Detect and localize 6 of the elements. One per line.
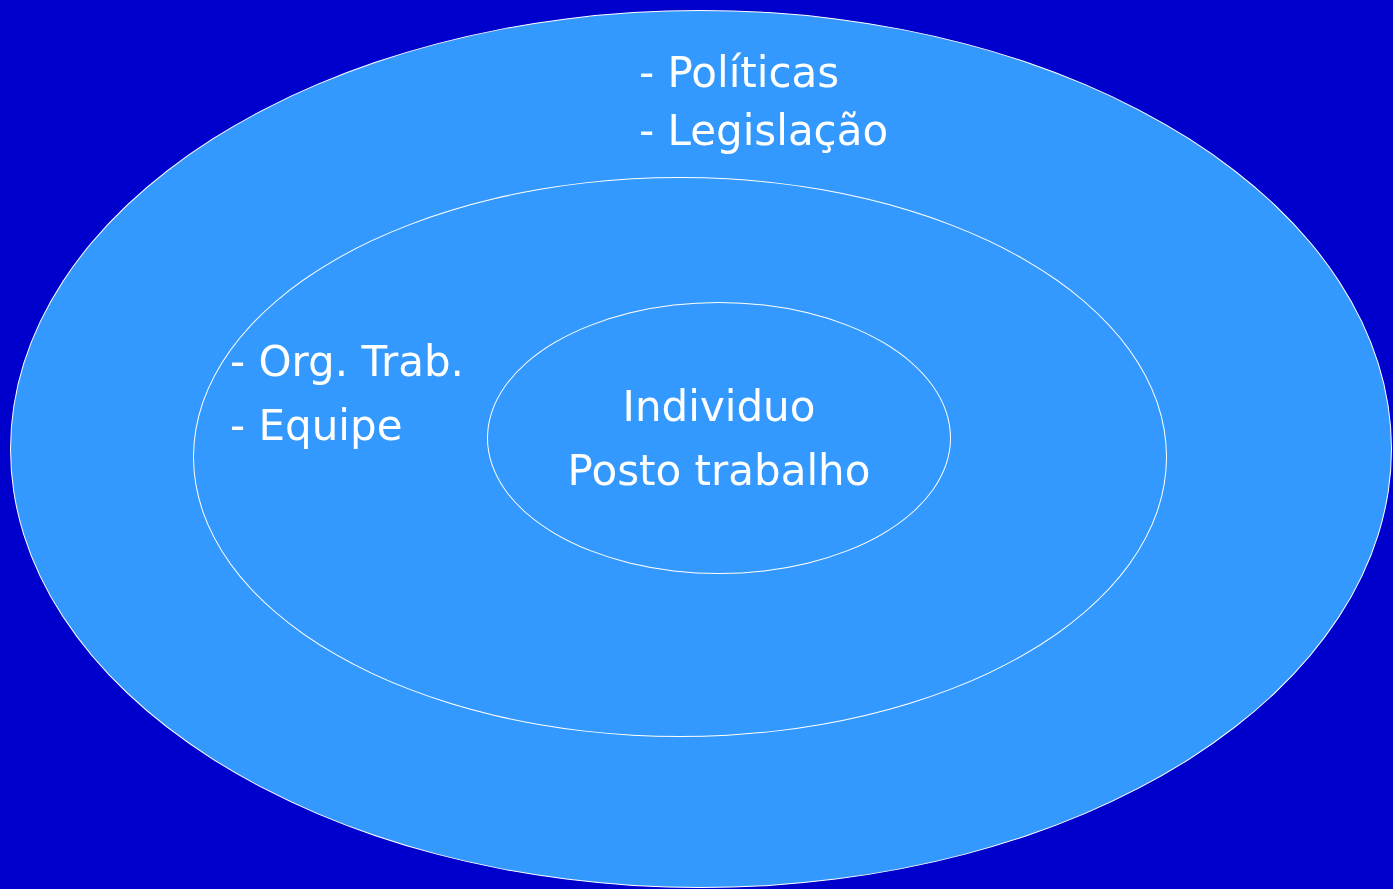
ellipse-label: Individuo <box>621 381 817 433</box>
ellipse-label: - Equipe <box>230 400 403 452</box>
ellipse-label: - Org. Trab. <box>230 336 464 388</box>
ellipse-label: Posto trabalho <box>566 445 872 497</box>
ellipse-label: - Legislação <box>639 105 889 157</box>
ellipse-label: - Políticas <box>639 47 840 99</box>
